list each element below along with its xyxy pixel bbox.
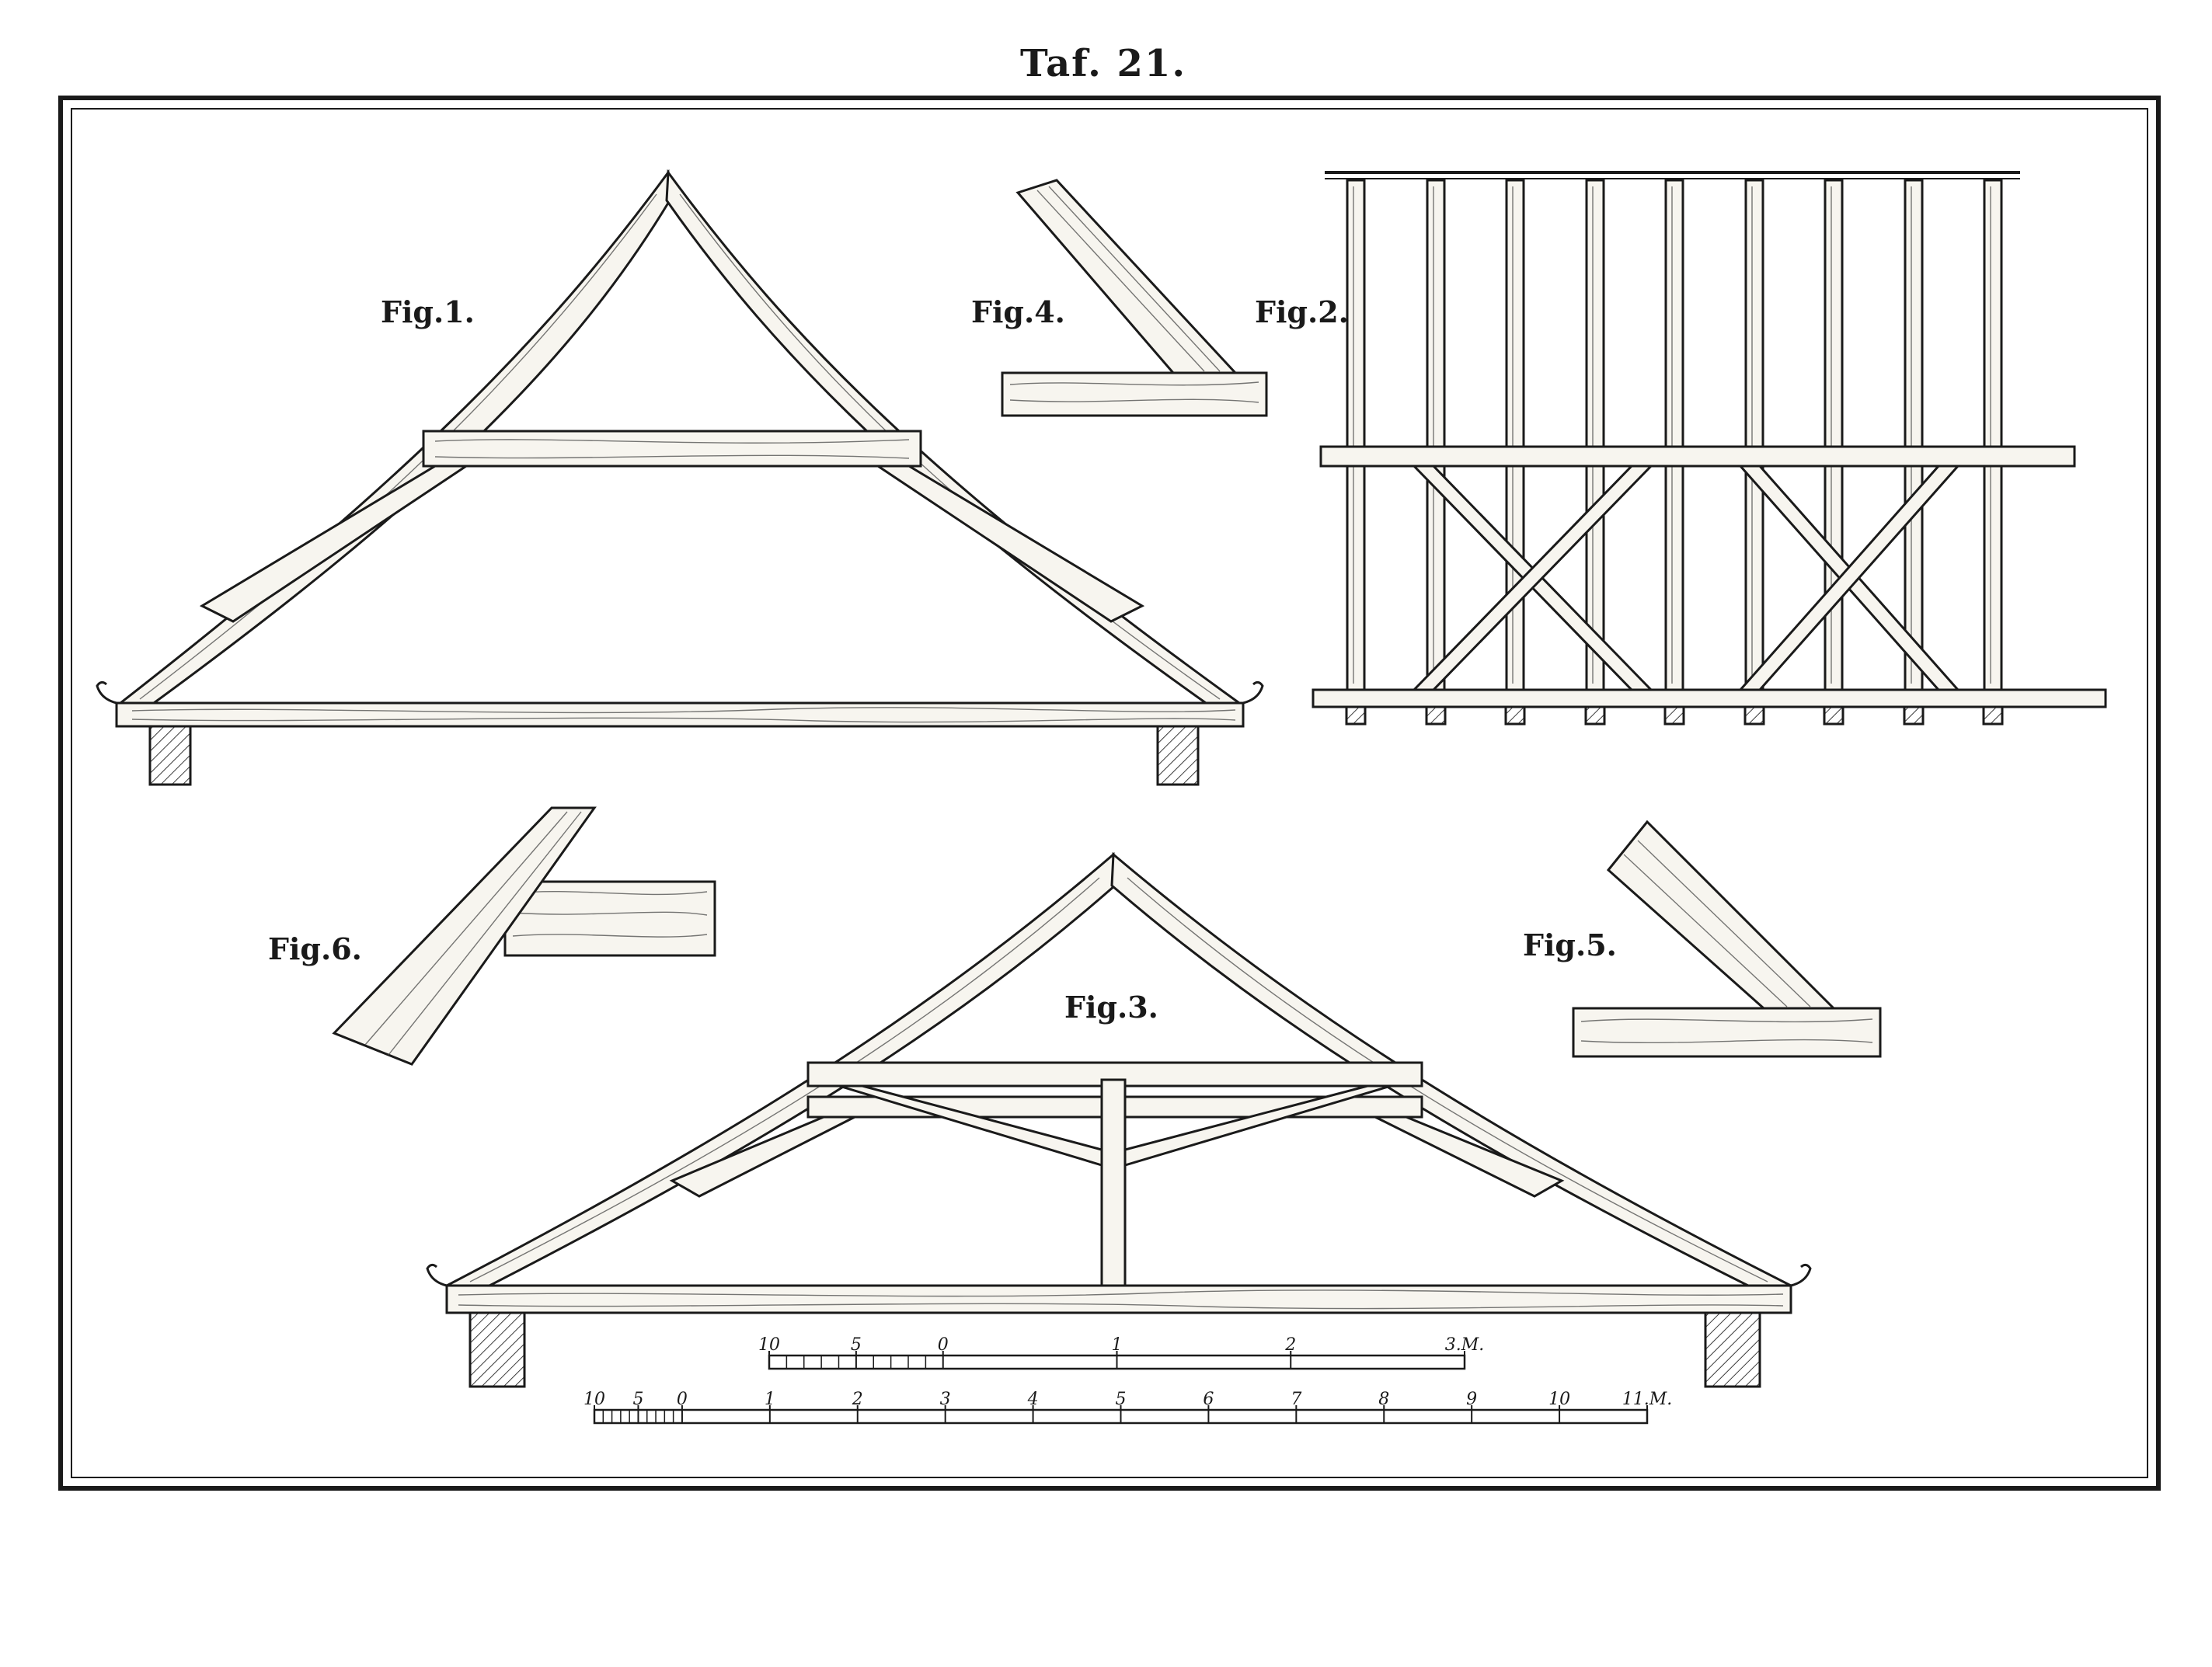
fig3-truss-drawing xyxy=(426,851,1812,1388)
large-scale-ticks xyxy=(594,1405,1648,1423)
fig3-upper-collar xyxy=(806,1061,1423,1088)
fig2-post xyxy=(1426,179,1446,691)
fig1-right-wall xyxy=(1156,721,1200,786)
fig2-brace-2 xyxy=(1411,465,1654,691)
fig5-label: Fig.5. xyxy=(1523,927,1617,962)
fig2-post-foot xyxy=(1823,705,1844,726)
fig6-joint-drawing xyxy=(332,806,716,1066)
scale-tick-label: 2 xyxy=(852,1390,863,1409)
plate-title: Taf. 21. xyxy=(1020,42,1186,85)
scale-tick-label: 0 xyxy=(677,1390,688,1409)
scale-tick-label: 10 xyxy=(758,1335,780,1355)
fig1-tie-beam xyxy=(115,701,1245,728)
scale-tick-label: 2 xyxy=(1284,1335,1296,1355)
fig3-right-wall xyxy=(1704,1311,1761,1388)
fig2-post-foot xyxy=(1743,705,1765,726)
fig2-post-foot xyxy=(1504,705,1526,726)
fig4-rafter xyxy=(1015,179,1238,374)
fig2-post xyxy=(1904,179,1924,691)
scale-tick-label: 11.M. xyxy=(1622,1390,1673,1409)
fig6-label: Fig.6. xyxy=(268,931,362,966)
fig1-left-wall xyxy=(148,721,192,786)
fig2-bottom-sill xyxy=(1312,688,2107,708)
fig2-post xyxy=(1346,179,1366,691)
large-scale-bar: 10 5 0 1 2 3 4 5 6 7 8 9 10 11.M. xyxy=(583,1390,1673,1425)
scale-tick-label: 10 xyxy=(1548,1390,1570,1409)
scale-tick-label: 8 xyxy=(1378,1390,1389,1409)
fig4-beam xyxy=(1001,371,1268,417)
fig2-post-foot xyxy=(1663,705,1685,726)
fig2-label: Fig.2. xyxy=(1255,294,1349,329)
fig3-right-strut xyxy=(1374,1115,1565,1198)
fig2-posts xyxy=(1345,179,2004,726)
scale-tick-label: 7 xyxy=(1291,1390,1301,1409)
fig1-right-rafter xyxy=(665,169,1243,705)
fig3-left-brace xyxy=(838,1084,1103,1168)
fig2-post xyxy=(1983,179,2003,691)
fig2-post xyxy=(1585,179,1605,691)
scale-tick-label: 6 xyxy=(1203,1390,1214,1409)
scale-tick-label: 4 xyxy=(1027,1390,1039,1409)
scale-tick-label: 5 xyxy=(1116,1390,1127,1409)
scale-tick-label: 1 xyxy=(765,1390,775,1409)
fig3-right-rafter xyxy=(1110,851,1792,1287)
fig3-king-post xyxy=(1100,1078,1127,1287)
fig3-left-strut xyxy=(669,1115,855,1198)
scale-tick-label: 3.M. xyxy=(1445,1335,1485,1355)
fig3-label: Fig.3. xyxy=(1064,990,1158,1025)
fig5-joint-drawing xyxy=(1572,820,1882,1058)
fig2-post-foot xyxy=(1425,705,1447,726)
fig3-right-brace xyxy=(1123,1084,1392,1168)
fig4-joint-drawing xyxy=(1001,179,1268,417)
scale-tick-label: 1 xyxy=(1112,1335,1123,1355)
fig2-middle-purlin xyxy=(1319,445,2076,468)
fig2-post-foot xyxy=(1345,705,1367,726)
fig1-label: Fig.1. xyxy=(381,294,475,329)
fig4-label: Fig.4. xyxy=(971,294,1065,329)
fig1-right-strut xyxy=(874,465,1145,623)
fig2-brace-4 xyxy=(1737,465,1961,691)
fig1-collar-beam xyxy=(422,430,922,468)
fig2-post xyxy=(1744,179,1764,691)
scale-tick-label: 9 xyxy=(1466,1390,1477,1409)
small-scale-ticks xyxy=(768,1351,1465,1369)
fig2-post-foot xyxy=(1982,705,2004,726)
plate-border xyxy=(58,96,2161,1491)
scale-tick-label: 0 xyxy=(938,1335,949,1355)
scale-tick-label: 5 xyxy=(851,1335,862,1355)
fig1-left-rafter xyxy=(117,169,671,705)
fig6-rafter xyxy=(332,806,597,1066)
fig5-rafter xyxy=(1606,820,1837,1010)
fig1-left-strut xyxy=(199,465,470,623)
fig3-left-wall xyxy=(469,1311,526,1388)
fig5-beam xyxy=(1572,1007,1882,1058)
scale-tick-label: 3 xyxy=(940,1390,951,1409)
small-scale-bar: 10 5 0 1 2 3.M. xyxy=(758,1335,1485,1370)
fig2-post-foot xyxy=(1584,705,1606,726)
fig1-truss-drawing xyxy=(96,169,1264,786)
fig2-post xyxy=(1664,179,1684,691)
fig2-frame-drawing xyxy=(1312,171,2107,726)
scale-tick-label: 10 xyxy=(583,1390,605,1409)
fig2-post-foot xyxy=(1903,705,1925,726)
scale-tick-label: 5 xyxy=(632,1390,643,1409)
fig3-tie-beam xyxy=(445,1284,1792,1314)
